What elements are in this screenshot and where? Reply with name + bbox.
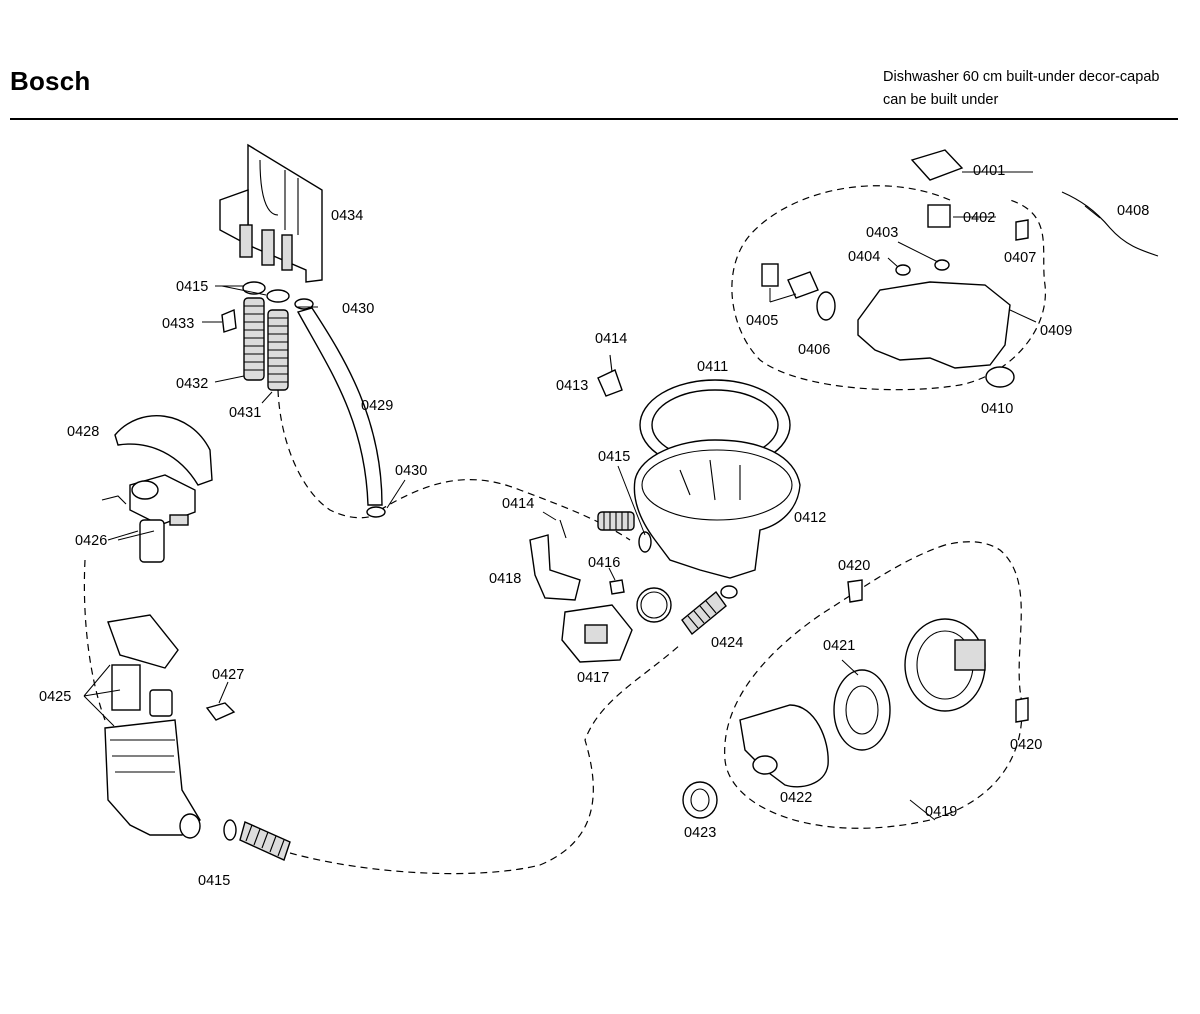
label-0415-top: 0415 (176, 279, 208, 295)
label-0405: 0405 (746, 313, 778, 329)
label-0420-lower: 0420 (1010, 737, 1042, 753)
part-drain-hose-corrugated (239, 821, 291, 861)
part-0433-clip (221, 308, 237, 333)
label-0434: 0434 (331, 208, 363, 224)
part-0416-clip (609, 579, 625, 595)
label-0431: 0431 (229, 405, 261, 421)
label-0430-upper: 0430 (342, 301, 374, 317)
header-divider (10, 118, 1178, 120)
label-0407: 0407 (1004, 250, 1036, 266)
part-0406-ring (816, 291, 836, 321)
label-0433: 0433 (162, 316, 194, 332)
part-0402-valve (927, 204, 951, 228)
model-description-line2: can be built under (883, 92, 999, 108)
label-0425: 0425 (39, 689, 71, 705)
label-0430-lower: 0430 (395, 463, 427, 479)
label-0404: 0404 (848, 249, 880, 265)
label-0421: 0421 (823, 638, 855, 654)
group-outline-circulation-pump (724, 541, 1023, 829)
label-0401: 0401 (973, 163, 1005, 179)
part-0404-ring (895, 264, 911, 276)
part-0427-clip (205, 702, 236, 721)
part-0413-bracket (597, 369, 623, 397)
label-0410: 0410 (981, 401, 1013, 417)
label-0428: 0428 (67, 424, 99, 440)
label-0413: 0413 (556, 378, 588, 394)
brand-title: Bosch (10, 66, 91, 96)
part-0415a-ring2 (266, 289, 290, 303)
label-0418: 0418 (489, 571, 521, 587)
part-0407-clip (1015, 219, 1029, 241)
part-0434-shape (219, 143, 323, 283)
leader-lines (83, 171, 1101, 821)
model-description-line1: Dishwasher 60 cm built-under decor-capab (883, 69, 1160, 85)
label-0426: 0426 (75, 533, 107, 549)
part-0412-sump (633, 439, 801, 579)
connection-line-drain-hose (289, 644, 681, 875)
part-0421-impeller (833, 669, 891, 751)
label-0414-lower: 0414 (502, 496, 534, 512)
part-0415b-spring (597, 511, 635, 531)
label-0408: 0408 (1117, 203, 1149, 219)
label-0422: 0422 (780, 790, 812, 806)
part-0414a-screw (609, 354, 613, 373)
part-0414b-screw (559, 519, 567, 539)
label-0423: 0423 (684, 825, 716, 841)
label-0424: 0424 (711, 635, 743, 651)
label-0403: 0403 (866, 225, 898, 241)
part-0429-hose (296, 307, 383, 506)
label-0406: 0406 (798, 342, 830, 358)
part-0410-clamp (985, 366, 1015, 388)
part-0415c-ring (223, 819, 237, 841)
label-0432: 0432 (176, 376, 208, 392)
part-0420b-clip (1015, 697, 1029, 723)
part-labels: 0401 0402 0403 0404 0405 0406 0407 0408 … (39, 163, 1149, 889)
part-0405-sensor (761, 263, 819, 299)
label-0415-sump: 0415 (598, 449, 630, 465)
part-0420a-clip (847, 579, 863, 603)
part-0423-gasket (682, 781, 718, 819)
label-0420-upper: 0420 (838, 558, 870, 574)
label-0417: 0417 (577, 670, 609, 686)
model-description: Dishwasher 60 cm built-under decor-capab… (883, 66, 1159, 112)
connection-line-0425-0426 (83, 559, 106, 721)
part-0417-pump (561, 604, 633, 663)
label-0409: 0409 (1040, 323, 1072, 339)
part-0401-cover (910, 149, 964, 181)
part-0428-cover (114, 415, 213, 486)
part-0408-cable (1061, 191, 1159, 257)
part-0430b-clamp (366, 506, 386, 518)
label-0427: 0427 (212, 667, 244, 683)
part-0432-hose (243, 297, 265, 381)
label-0414-upper: 0414 (595, 331, 627, 347)
part-0415b-ring (638, 531, 652, 553)
part-0419-heater-pump (904, 618, 986, 712)
part-sump-ring (636, 587, 672, 623)
connection-line-hose-0431 (277, 389, 381, 519)
part-0418-bracket (529, 534, 581, 601)
label-0419: 0419 (925, 804, 957, 820)
part-0425-valve (104, 614, 201, 839)
group-outline-water-inlet (731, 185, 1046, 391)
label-0411: 0411 (697, 359, 728, 375)
label-0412: 0412 (794, 510, 826, 526)
label-0415-bottom: 0415 (198, 873, 230, 889)
part-sump-ring-inner (640, 591, 668, 619)
label-0429: 0429 (361, 398, 393, 414)
part-0426-sensor (101, 474, 196, 563)
part-0424-ring (720, 585, 738, 599)
part-0409-housing (857, 281, 1011, 369)
part-0403-ring (934, 259, 950, 271)
label-0402: 0402 (963, 210, 995, 226)
label-0416: 0416 (588, 555, 620, 571)
part-0422-pump-volute (739, 704, 829, 788)
part-0424-hose (681, 590, 727, 636)
part-0431-hose (267, 309, 289, 391)
